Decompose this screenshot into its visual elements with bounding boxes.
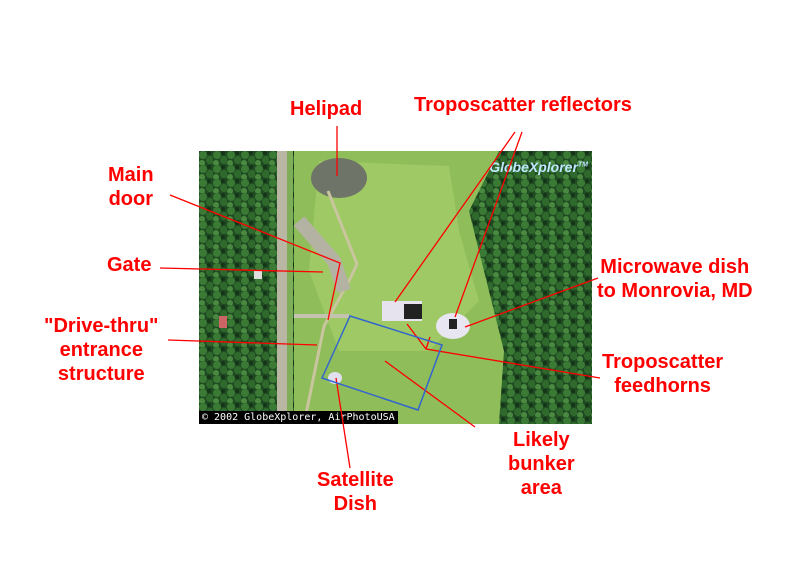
label-line: structure — [57, 363, 145, 385]
label-helipad: Helipad — [290, 98, 363, 120]
label-gate: Gate — [107, 254, 152, 276]
aerial-photo: GlobeXplorerTM © 2002 GlobeXplorer, AirP… — [199, 151, 592, 424]
satellite-pointer — [335, 377, 351, 469]
label-satellite-dish: Satellite Dish — [317, 468, 394, 516]
label-line: Dish — [333, 493, 378, 515]
label-bunker-area: Likely bunker area — [508, 428, 575, 500]
logo-tm: TM — [577, 161, 588, 169]
label-line: Likely — [512, 429, 570, 451]
label-troposcatter-reflectors: Troposcatter reflectors — [414, 94, 632, 116]
label-line: Microwave dish — [600, 256, 750, 278]
label-line: Troposcatter — [602, 351, 724, 373]
label-line: entrance — [59, 339, 143, 361]
microwave-pointer — [464, 277, 599, 328]
label-line: Satellite — [317, 469, 394, 491]
drive-thru-pointer — [167, 339, 318, 346]
label-line: Main — [108, 164, 154, 186]
label-troposcatter-feedhorns: Troposcatter feedhorns — [602, 350, 723, 398]
label-main-door: Main door — [108, 163, 154, 211]
copyright-notice: © 2002 GlobeXplorer, AirPhotoUSA — [199, 411, 398, 424]
label-line: feedhorns — [614, 375, 711, 397]
feedhorn-pointer — [406, 323, 601, 379]
bunker-pointer — [384, 360, 476, 428]
label-drive-thru: "Drive-thru" entrance structure — [44, 314, 159, 386]
label-line: area — [520, 477, 562, 499]
bunker-area-outline — [320, 315, 443, 411]
gate-pointer — [159, 267, 324, 273]
main-door-pointer — [169, 194, 341, 321]
reflector-pointer-2 — [454, 131, 523, 318]
label-line: bunker — [508, 453, 575, 475]
label-microwave-dish: Microwave dish to Monrovia, MD — [597, 255, 753, 303]
feedhorn-pointer-2 — [425, 336, 431, 350]
label-line: door — [108, 188, 153, 210]
label-line: "Drive-thru" — [44, 315, 159, 337]
label-line: to Monrovia, MD — [597, 280, 753, 302]
reflector-pointer-1 — [394, 131, 516, 303]
